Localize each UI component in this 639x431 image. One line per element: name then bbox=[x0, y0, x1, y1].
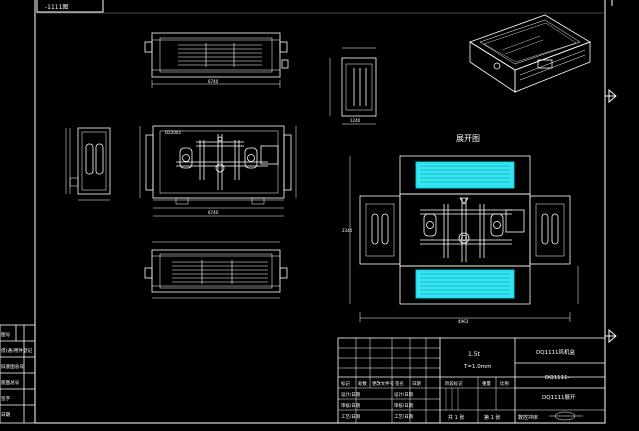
role-design-right: 设计/日期 bbox=[394, 391, 414, 398]
centre-marks bbox=[605, 0, 617, 344]
header-change-doc: 更改文件号 bbox=[372, 380, 395, 387]
part-number: DQ1111- bbox=[545, 375, 570, 381]
dim-unfold-height: 2340 bbox=[342, 228, 353, 233]
dim-top-view-width: 6740 bbox=[208, 79, 219, 84]
isometric-view bbox=[469, 14, 591, 93]
top-view bbox=[144, 32, 289, 88]
side-view bbox=[329, 47, 377, 125]
margin-label-base: 底图总号 bbox=[1, 379, 20, 386]
dim-side-view-width: 1240 bbox=[350, 118, 361, 123]
thickness-note: T=1.0mm bbox=[463, 364, 491, 370]
header-count: 处数 bbox=[358, 380, 367, 387]
margin-label-registration: 借(通)用件登记 bbox=[1, 347, 33, 354]
left-margin-table bbox=[0, 324, 36, 424]
role-design: 设计/日期 bbox=[341, 391, 361, 398]
part-name: DQ1111风机盒 bbox=[536, 348, 576, 356]
corner-tag: -1111图 bbox=[36, 0, 104, 13]
left-side-view bbox=[65, 127, 111, 201]
role-process-right: 工艺/日期 bbox=[394, 414, 414, 420]
panel-code-label: DZ2002 bbox=[165, 130, 181, 135]
drawing-name: DQ1111展开 bbox=[542, 394, 576, 401]
bottom-view bbox=[144, 241, 288, 299]
top-view-louvres bbox=[178, 43, 262, 67]
margin-label-sign: 签字 bbox=[1, 395, 11, 402]
left-margin-labels: 图号 借(通)用件登记 旧底图总号 底图总号 签字 日期 bbox=[1, 332, 33, 418]
material-label: 1.5t bbox=[468, 351, 481, 358]
front-view bbox=[139, 125, 297, 217]
vent-hatch-bottom bbox=[415, 269, 515, 299]
header-signature: 签名 bbox=[395, 380, 404, 387]
mid-header-scale: 比例 bbox=[500, 380, 509, 387]
header-date: 日期 bbox=[412, 381, 421, 387]
margin-label-drawing-no: 图号 bbox=[1, 332, 11, 338]
mid-header-weight: 重量 bbox=[482, 380, 491, 387]
role-process: 工艺/日期 bbox=[341, 414, 361, 420]
title-block-text: 1.5t T=1.0mm DQ1111风机盒 DQ1111- DQ1111展开 … bbox=[341, 348, 576, 421]
margin-label-date: 日期 bbox=[1, 412, 11, 418]
dim-front-view-width: 6740 bbox=[208, 210, 219, 215]
title-block bbox=[337, 337, 606, 424]
sheet-total: 共 1 张 bbox=[448, 414, 464, 421]
sheet-index: 第 1 张 bbox=[484, 414, 500, 421]
vent-hatch-top bbox=[415, 161, 515, 189]
role-review: 审核/日期 bbox=[341, 402, 361, 409]
bottom-view-louvres bbox=[172, 260, 268, 284]
role-review-right: 审核/日期 bbox=[394, 402, 414, 409]
dim-unfold-width: 4963 bbox=[458, 319, 469, 324]
unfold-view bbox=[349, 155, 579, 322]
mid-header-stage: 阶段标记 bbox=[445, 380, 463, 387]
section-title: 展开图 bbox=[456, 134, 480, 143]
header-mark: 标记 bbox=[341, 380, 350, 387]
corner-tag-text: -1111图 bbox=[45, 4, 68, 11]
margin-label-old-base: 旧底图总号 bbox=[1, 363, 24, 370]
company-name: 数控冲床 bbox=[518, 414, 538, 421]
sheet-border bbox=[34, 0, 606, 424]
